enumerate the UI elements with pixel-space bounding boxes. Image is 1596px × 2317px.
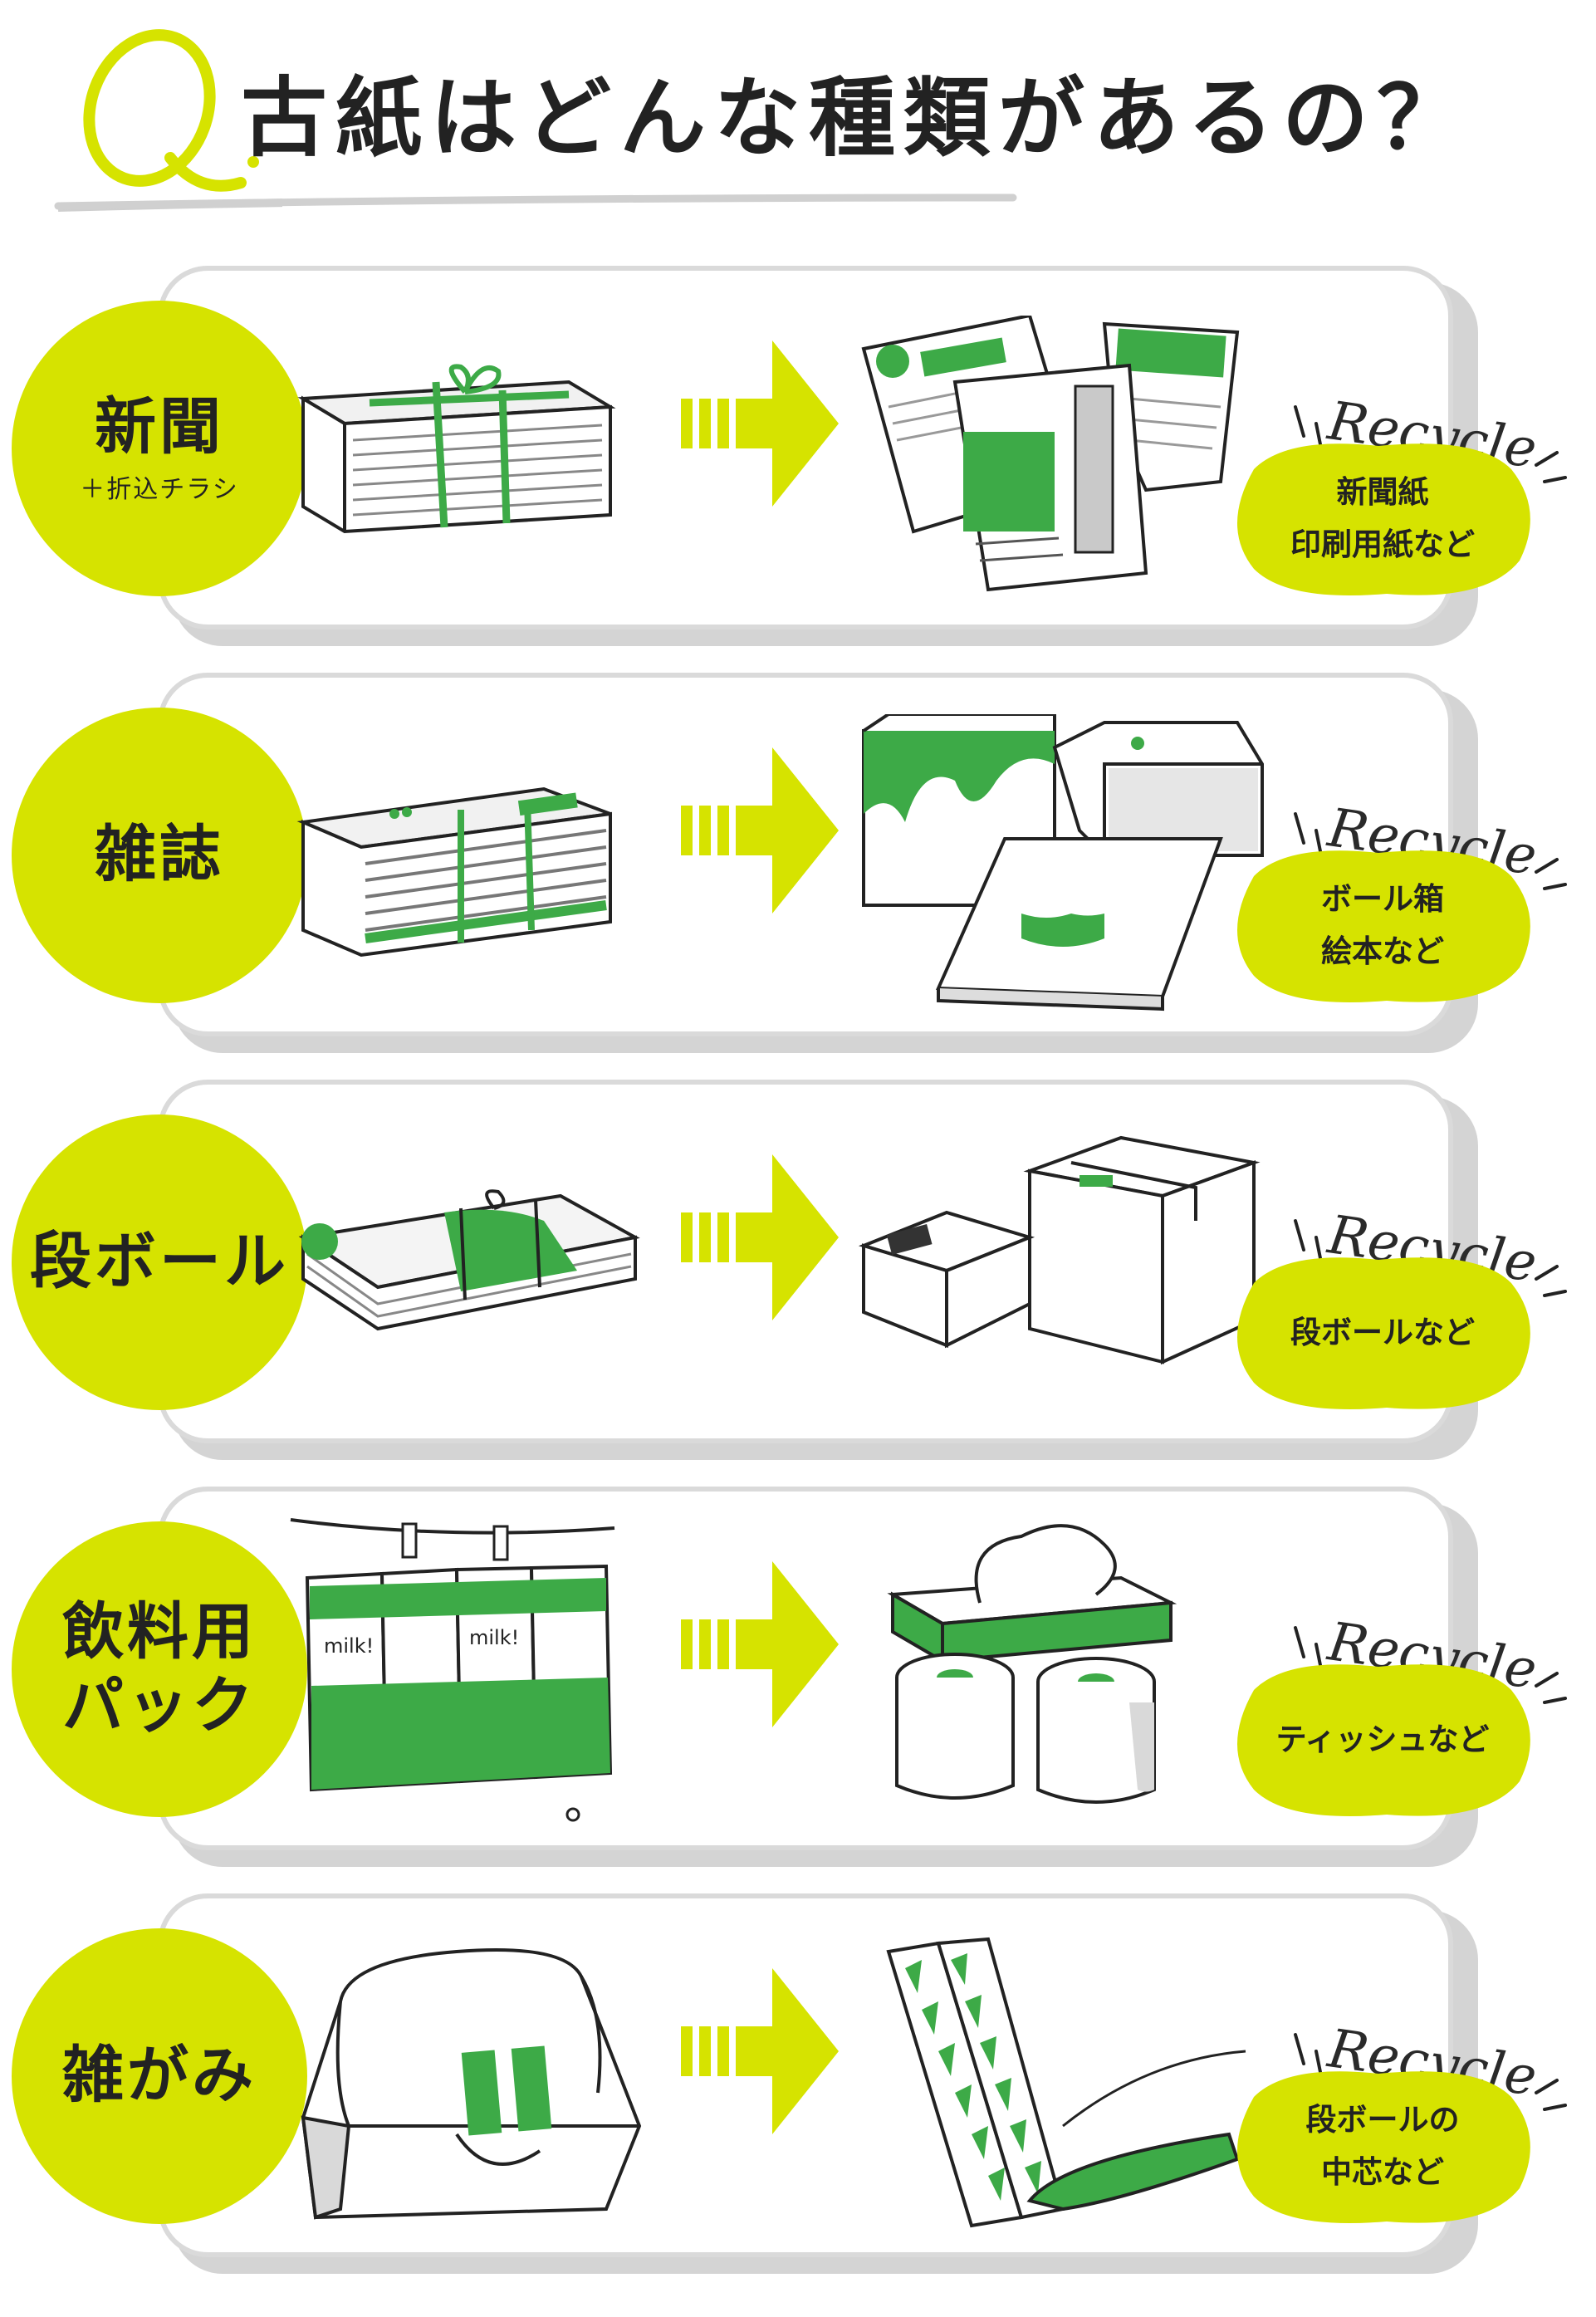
blob-shape (1237, 850, 1530, 1002)
blob-shape (1237, 2071, 1530, 2223)
corrugated-core-icon (886, 1937, 1246, 2228)
recycle-label: Recycle (1287, 789, 1569, 897)
result-blob: 段ボールなど (1221, 1250, 1545, 1416)
sparkle-lines-icon (1294, 812, 1567, 890)
result-line2: 中芯など (1321, 2154, 1444, 2190)
result-line1: ティッシュなど (1275, 1721, 1490, 1757)
category-name: 雑誌 (95, 819, 224, 891)
page-title: 古紙はどんな種類があるの？ (241, 67, 1472, 169)
milk-cartons-icon: milk! milk! (290, 1518, 615, 1822)
category-name: 雑がみ (62, 2040, 257, 2112)
page-header: 古紙はどんな種類があるの？ (0, 0, 1596, 249)
cardboard-boxes-icon (858, 1135, 1261, 1365)
category-name: 飲料用 パック (62, 1596, 257, 1741)
tissue-and-toilet-paper-icon (887, 1524, 1177, 1804)
category-row-mixed-paper: 雑がみ (0, 1893, 1596, 2275)
blob-shape (1237, 1664, 1530, 1816)
result-line2: 印刷用紙など (1290, 527, 1475, 562)
category-circle: 雑誌 (12, 708, 307, 1003)
result-line1: ボール箱 (1321, 881, 1444, 918)
category-name: 新聞 (95, 391, 224, 463)
category-row-magazine: 雑誌 (0, 673, 1596, 1055)
newspaper-bundle-icon (297, 364, 616, 534)
result-blob: 段ボールの 中芯など (1221, 2064, 1545, 2230)
sparkle-lines-icon (1294, 2033, 1567, 2111)
right-arrow-icon (681, 340, 839, 507)
flattened-cardboard-icon (298, 1189, 640, 1331)
svg-text:milk!: milk! (469, 1626, 519, 1649)
category-circle: 飲料用 パック (12, 1521, 307, 1817)
recycle-label: Recycle (1287, 2010, 1569, 2118)
result-line1: 新聞紙 (1336, 474, 1429, 511)
category-circle: 段ボール (12, 1114, 307, 1410)
category-circle: 新聞 ＋折込チラシ (12, 301, 307, 596)
recycle-label: Recycle (1287, 382, 1569, 490)
result-line2: 絵本など (1321, 933, 1444, 969)
result-blob: ボール箱 絵本など (1221, 843, 1545, 1009)
magazine-bundle-icon (296, 786, 612, 958)
blob-shape (1237, 443, 1530, 595)
category-row-cardboard: 段ボール Recycle (0, 1080, 1596, 1462)
result-line1: 段ボールなど (1290, 1314, 1475, 1350)
paper-bag-icon (301, 1948, 642, 2220)
sparkle-lines-icon (1294, 1219, 1567, 1297)
recycle-label: Recycle (1287, 1196, 1569, 1304)
right-arrow-icon (681, 1561, 839, 1727)
recycle-label: Recycle (1287, 1603, 1569, 1711)
svg-text:milk!: milk! (324, 1634, 374, 1658)
result-line1: 段ボールの (1305, 2102, 1460, 2138)
category-row-beverage-pack: 飲料用 パック milk! milk! (0, 1487, 1596, 1869)
right-arrow-icon (681, 1968, 839, 2134)
newspapers-icon (861, 316, 1240, 592)
blob-shape (1237, 1257, 1530, 1409)
category-row-newspaper: 新聞 ＋折込チラシ (0, 266, 1596, 648)
sparkle-lines-icon (1294, 1626, 1567, 1704)
category-name: 段ボール (30, 1226, 289, 1298)
sparkle-lines-icon (1294, 405, 1567, 483)
paper-boxes-icon (862, 714, 1264, 1012)
category-subtitle: ＋折込チラシ (80, 474, 239, 504)
result-blob: ティッシュなど (1221, 1657, 1545, 1823)
right-arrow-icon (681, 747, 839, 914)
right-arrow-icon (681, 1154, 839, 1320)
category-circle: 雑がみ (12, 1928, 307, 2224)
result-blob: 新聞紙 印刷用紙など (1221, 436, 1545, 602)
